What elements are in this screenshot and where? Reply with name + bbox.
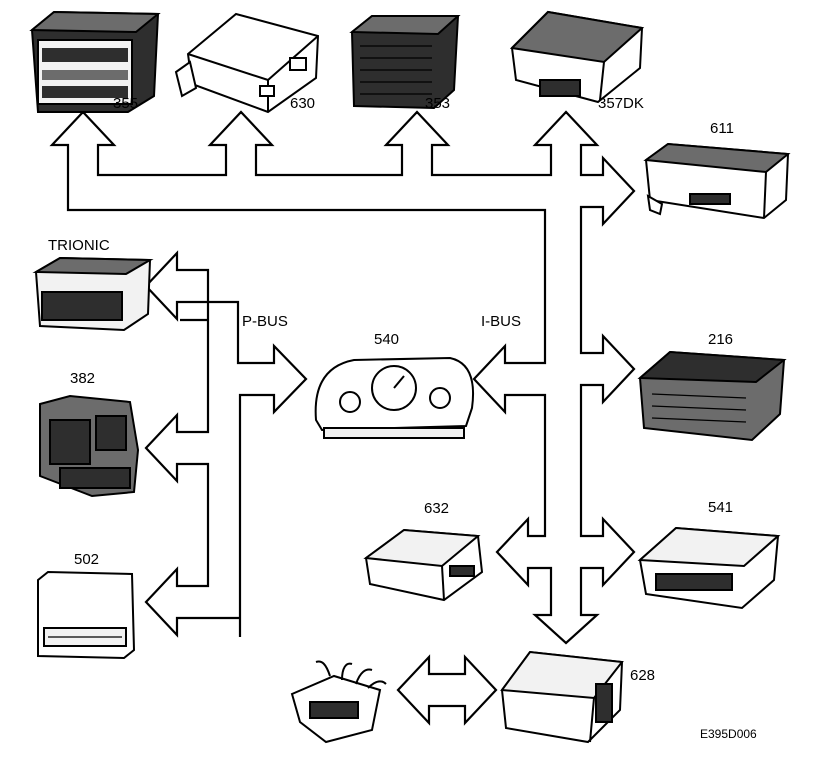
module-632-label: 632	[424, 500, 449, 517]
figure-code: E395D006	[700, 727, 757, 741]
module-382-device: 382	[39, 370, 140, 498]
module-353-device: 353	[349, 15, 461, 112]
module-611-device: 611	[643, 120, 791, 220]
module-355-device: 355	[29, 10, 161, 113]
module-502-label: 502	[74, 551, 99, 568]
module-541-device: 541	[637, 499, 781, 610]
module-541-label: 541	[708, 499, 733, 516]
module-630-label: 630	[290, 95, 315, 112]
module-216-label: 216	[708, 331, 733, 348]
module-216-device: 216	[637, 331, 787, 442]
module-540-label: 540	[374, 331, 399, 348]
module-trionic-device: TRIONIC	[32, 237, 154, 332]
i-bus-arrows	[49, 110, 636, 726]
i-bus-label: I-BUS	[481, 313, 521, 330]
module-628-label: 628	[630, 667, 655, 684]
module-353-label: 353	[425, 95, 450, 112]
module-382-label: 382	[70, 370, 95, 387]
p-bus-label: P-BUS	[242, 313, 288, 330]
module-502-device: 502	[37, 551, 136, 660]
module-trionic-label: TRIONIC	[48, 237, 110, 254]
module-628-device: 628	[500, 650, 655, 744]
module-357dk-label: 357DK	[598, 95, 644, 112]
module-630-device: 630	[174, 12, 320, 114]
p-bus-arrow-shape	[144, 250, 308, 638]
diagnostic-connector-icon	[290, 660, 387, 744]
top-bus-arrow-shape	[49, 110, 636, 645]
module-632-device: 632	[363, 500, 484, 602]
module-357dk-device: 357DK	[509, 10, 645, 112]
diag-connector-arrow	[396, 654, 498, 726]
p-bus-arrows	[144, 250, 308, 638]
module-540-device: 540	[314, 331, 474, 439]
module-355-label: 355	[113, 95, 138, 112]
module-611-label: 611	[710, 120, 734, 137]
